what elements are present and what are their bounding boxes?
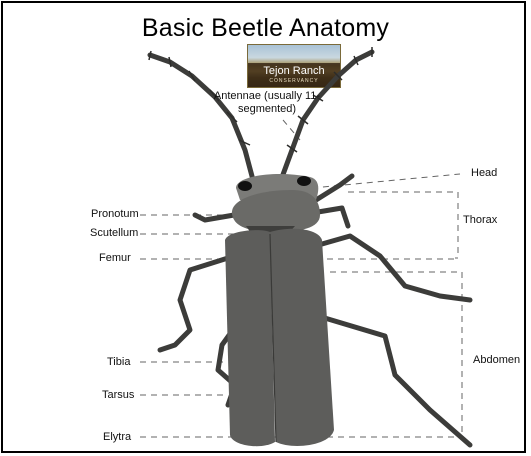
elytron-left	[225, 230, 275, 446]
antennae	[150, 52, 372, 180]
right-eye	[297, 176, 311, 186]
front-leg-right-lower	[318, 208, 348, 226]
antenna-left	[150, 55, 253, 180]
label-pronotum: Pronotum	[91, 208, 139, 221]
beetle-body	[225, 174, 334, 446]
mid-leg-right	[322, 236, 470, 300]
hind-leg-right	[318, 316, 470, 445]
front-leg-right-upper	[316, 176, 352, 200]
label-elytra: Elytra	[103, 431, 131, 444]
antenna-right	[281, 52, 372, 180]
label-thorax: Thorax	[463, 214, 497, 227]
label-head: Head	[471, 167, 497, 180]
label-abdomen: Abdomen	[473, 354, 520, 367]
label-tarsus: Tarsus	[102, 389, 134, 402]
label-femur: Femur	[99, 252, 131, 265]
left-eye	[238, 181, 252, 191]
label-scutellum: Scutellum	[90, 227, 138, 240]
mid-leg-left	[160, 258, 228, 350]
label-tibia: Tibia	[107, 356, 130, 369]
elytron-right	[270, 229, 334, 446]
label-antennae: Antennae (usually 11-segmented)	[208, 90, 326, 116]
